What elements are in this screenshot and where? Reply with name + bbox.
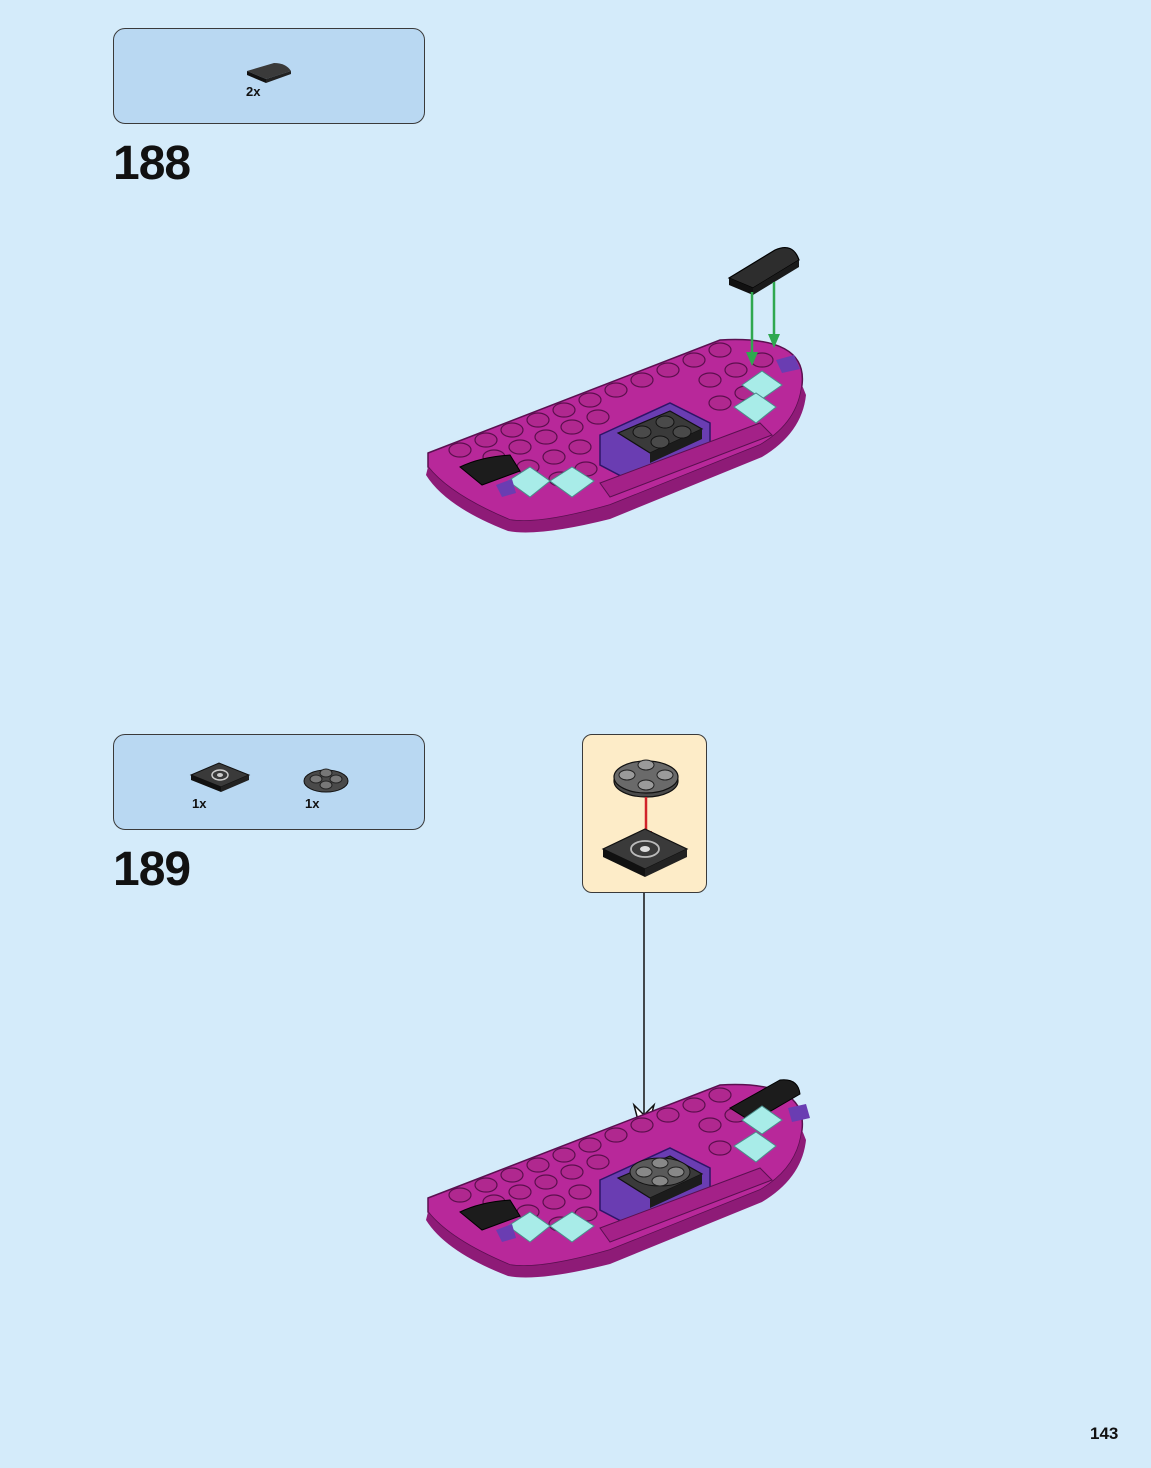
parts-list-box-188: 2x [113,28,425,124]
part-qty: 1x [192,796,207,811]
page-number: 143 [1090,1424,1119,1443]
model-assembly-188 [426,338,806,533]
incoming-black-curve-188 [727,247,800,295]
round-plate-onto-pin-plate-icon [601,759,689,877]
model-assembly-189 [426,1079,810,1278]
subassembly-callout [582,734,707,893]
green-arrow-icon [746,282,780,366]
part-qty: 1x [305,796,320,811]
black-curved-slope-icon [247,63,291,83]
part-qty: 2x [246,84,261,99]
step-number-188: 188 [113,137,191,190]
parts-list-box-189: 1x 1x [113,734,425,830]
step-number-189: 189 [113,843,191,896]
black-plate-pin-hole-icon [189,762,251,792]
dark-gray-round-plate-icon [303,768,349,793]
